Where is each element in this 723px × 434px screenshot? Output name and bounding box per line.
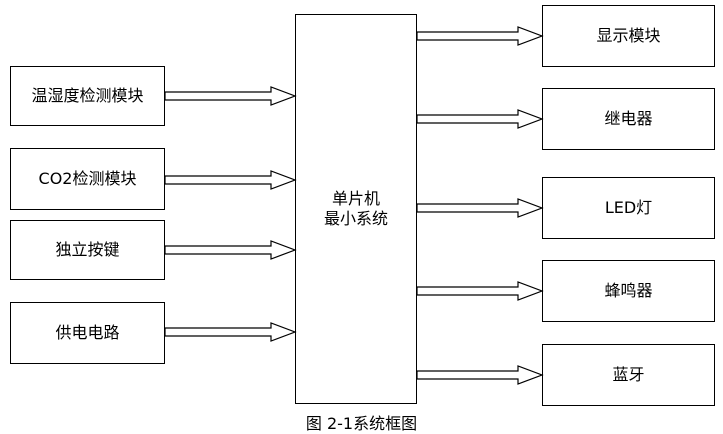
- mcu-core-label-line1: 单片机: [331, 189, 380, 208]
- input-label-temp-humidity: 温湿度检测模块: [31, 86, 144, 105]
- input-label-co2: CO2检测模块: [38, 169, 137, 188]
- arrow-mcu-to-display: [416, 26, 544, 46]
- arrow-temp-humidity-to-mcu: [164, 86, 297, 106]
- mcu-core-label-line2: 最小系统: [323, 209, 388, 228]
- output-box-led: LED灯: [542, 177, 715, 239]
- output-label-buzzer: 蜂鸣器: [604, 281, 653, 300]
- arrow-co2-to-mcu: [164, 170, 297, 190]
- output-label-relay: 继电器: [604, 109, 653, 128]
- arrow-mcu-to-led: [416, 198, 544, 218]
- output-box-buzzer: 蜂鸣器: [542, 260, 715, 322]
- input-box-buttons: 独立按键: [10, 220, 165, 280]
- output-box-bluetooth: 蓝牙: [542, 344, 715, 406]
- figure-caption: 图 2-1系统框图: [305, 414, 418, 433]
- output-label-led: LED灯: [604, 198, 653, 217]
- output-box-display: 显示模块: [542, 5, 715, 67]
- input-box-power: 供电电路: [10, 302, 165, 364]
- input-box-temp-humidity: 温湿度检测模块: [10, 66, 165, 126]
- input-label-power: 供电电路: [55, 323, 120, 342]
- input-label-buttons: 独立按键: [55, 240, 120, 259]
- arrow-mcu-to-bluetooth: [416, 365, 544, 385]
- output-box-relay: 继电器: [542, 88, 715, 150]
- output-label-display: 显示模块: [596, 26, 661, 45]
- arrow-power-to-mcu: [164, 322, 297, 342]
- arrow-buttons-to-mcu: [164, 240, 297, 260]
- input-box-co2: CO2检测模块: [10, 148, 165, 210]
- arrow-mcu-to-buzzer: [416, 281, 544, 301]
- output-label-bluetooth: 蓝牙: [612, 365, 645, 384]
- mcu-core-box: 单片机 最小系统: [295, 14, 417, 404]
- arrow-mcu-to-relay: [416, 109, 544, 129]
